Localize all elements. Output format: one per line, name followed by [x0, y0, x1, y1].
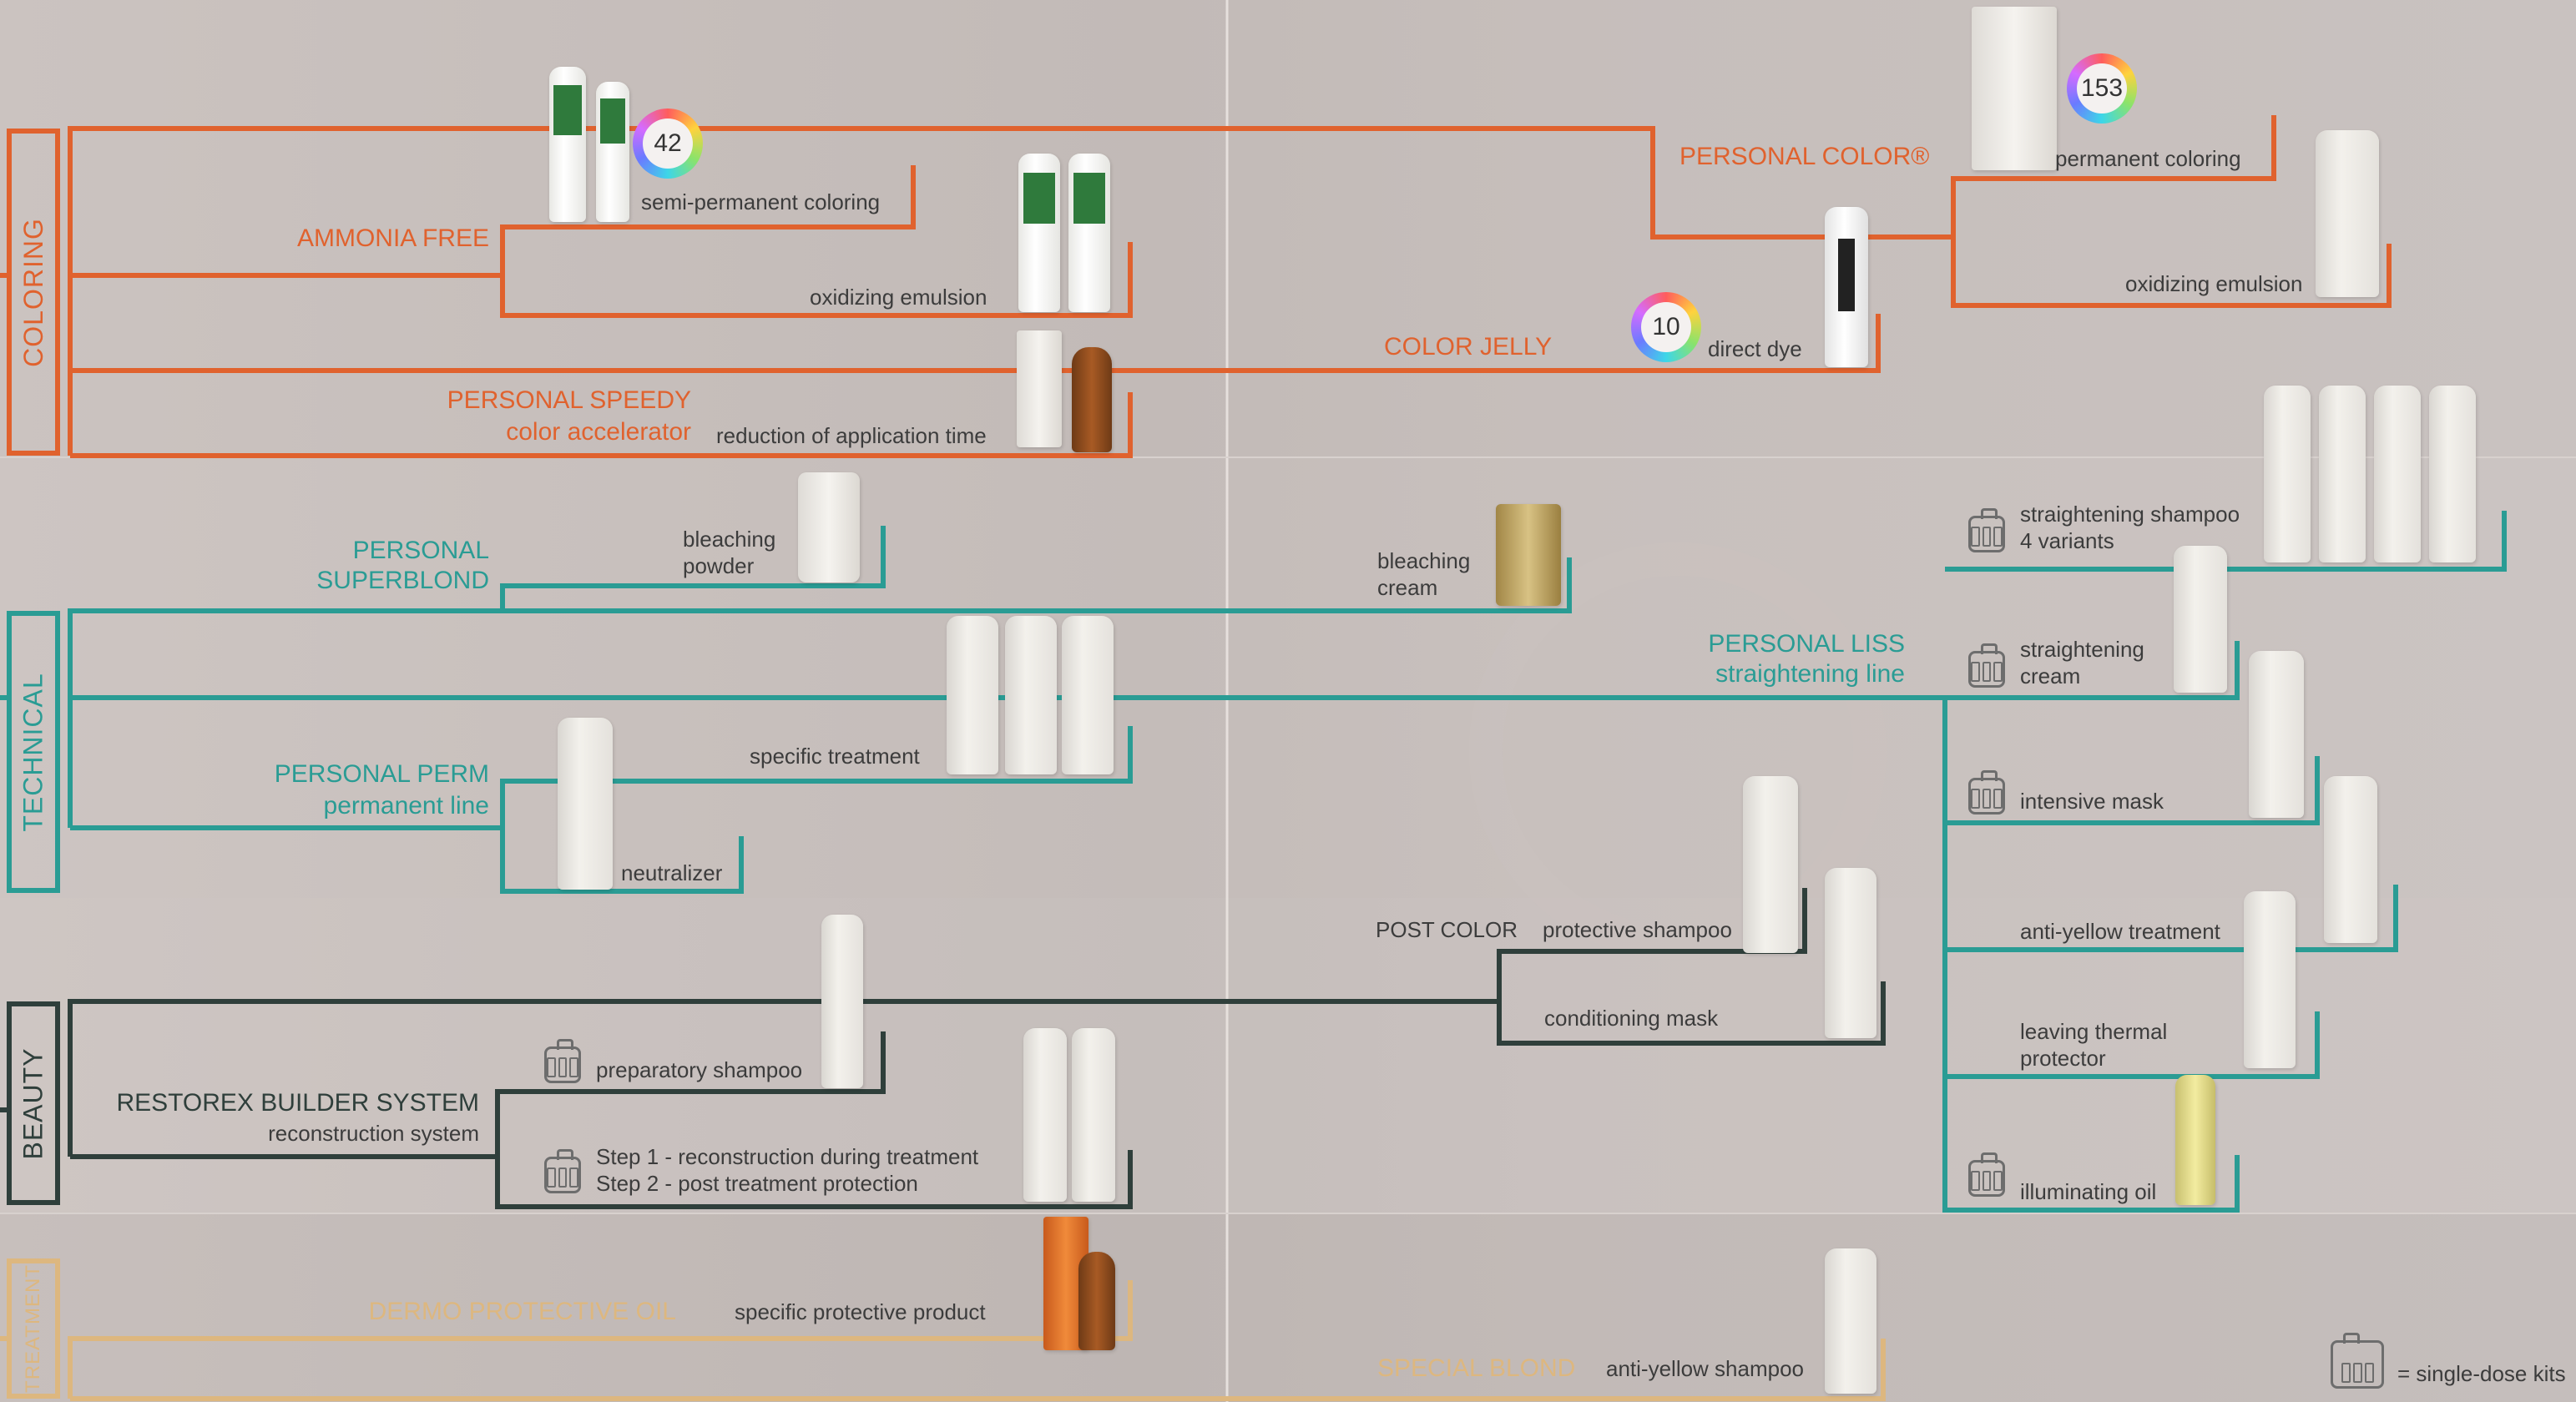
- bleaching-powder-label-1: bleaching: [683, 527, 776, 552]
- legend-single-dose-kits: = single-dose kits: [2397, 1361, 2566, 1386]
- ammonia-free-tube-1: [549, 67, 586, 222]
- neutralizer-bottle: [558, 718, 613, 890]
- section-treatment: TREATMENT: [7, 1258, 60, 1399]
- bleaching-powder-jar: [798, 472, 860, 582]
- anti-yellow-shampoo-label: anti-yellow shampoo: [1606, 1356, 1805, 1381]
- section-technical: TECHNICAL: [7, 611, 60, 893]
- intensive-mask-bottle: [2249, 651, 2304, 818]
- oxidizing-emulsion-right-label: oxidizing emulsion: [2125, 271, 2303, 296]
- liss-shampoo-bottle-1: [2264, 386, 2311, 562]
- color-count-badge-153: 153: [2067, 53, 2137, 124]
- bleaching-cream-pouch: [1496, 504, 1561, 606]
- specific-protective-label: specific protective product: [735, 1299, 986, 1324]
- section-coloring-label: COLORING: [18, 217, 48, 367]
- restorex-subtitle: reconstruction system: [268, 1121, 479, 1146]
- intensive-mask-label: intensive mask: [2020, 789, 2164, 814]
- anti-yellow-shampoo-bottle: [1825, 1248, 1876, 1394]
- section-technical-label: TECHNICAL: [18, 672, 48, 832]
- single-dose-kit-icon: [2331, 1333, 2384, 1389]
- personal-speedy-subtitle: color accelerator: [506, 418, 691, 446]
- color-jelly-title: COLOR JELLY: [1384, 333, 1553, 361]
- preparatory-shampoo-bottle: [821, 915, 863, 1088]
- thermal-protector-label-2: protector: [2020, 1046, 2106, 1071]
- permanent-coloring-label: permanent coloring: [2055, 146, 2241, 171]
- illuminating-oil-bottle: [2175, 1075, 2215, 1205]
- restorex-bottle-2: [1072, 1028, 1115, 1202]
- single-dose-kit-icon: [1968, 508, 2005, 552]
- personal-liss-subtitle: straightening line: [1715, 660, 1905, 688]
- personal-color-tube-box: [1972, 7, 2057, 170]
- straightening-shampoo-label-2: 4 variants: [2020, 528, 2114, 553]
- illuminating-oil-label: illuminating oil: [2020, 1179, 2157, 1204]
- conditioning-mask-label: conditioning mask: [1544, 1006, 1719, 1031]
- semi-permanent-coloring-label: semi-permanent coloring: [641, 189, 881, 214]
- single-dose-kit-icon: [1968, 770, 2005, 814]
- specific-treatment-label: specific treatment: [750, 744, 920, 769]
- specific-treatment-bottle-3: [1062, 616, 1114, 774]
- preparatory-shampoo-label: preparatory shampoo: [596, 1057, 803, 1082]
- color-jelly-bottle: [1825, 207, 1868, 367]
- anti-yellow-treatment-label: anti-yellow treatment: [2020, 919, 2220, 944]
- ammonia-free-tube-2: [596, 82, 629, 222]
- personal-color-title: PERSONAL COLOR®: [1679, 143, 1930, 170]
- direct-dye-label: direct dye: [1708, 336, 1802, 361]
- straightening-shampoo-label-1: straightening shampoo: [2020, 502, 2240, 527]
- liss-shampoo-bottle-4: [2429, 386, 2476, 562]
- personal-perm-title: PERSONAL PERM: [274, 760, 489, 788]
- oxidizing-right-bottle: [2316, 130, 2379, 297]
- straightening-cream-label-1: straightening: [2020, 637, 2144, 662]
- conditioning-mask-bottle: [1825, 868, 1876, 1038]
- restorex-title: RESTOREX BUILDER SYSTEM: [116, 1089, 479, 1117]
- straightening-cream-label-2: cream: [2020, 663, 2081, 688]
- thermal-protector-label-1: leaving thermal: [2020, 1019, 2168, 1044]
- single-dose-kit-icon: [1968, 643, 2005, 688]
- specific-treatment-bottle-1: [947, 616, 998, 774]
- step1-label: Step 1 - reconstruction during treatment: [596, 1144, 979, 1169]
- step2-label: Step 2 - post treatment protection: [596, 1171, 918, 1196]
- specific-treatment-bottle-2: [1005, 616, 1057, 774]
- protective-shampoo-label: protective shampoo: [1543, 917, 1732, 942]
- personal-superblond-title-1: PERSONAL: [352, 537, 489, 564]
- oxidizing-bottle-2: [1068, 154, 1110, 312]
- neutralizer-label: neutralizer: [621, 860, 723, 885]
- color-count-badge-10: 10: [1631, 292, 1701, 362]
- post-color-title: POST COLOR: [1376, 917, 1518, 942]
- dermo-protective-oil-title: DERMO PROTECTIVE OIL: [368, 1298, 676, 1325]
- speedy-dropper-bottle: [1072, 347, 1112, 452]
- oxidizing-emulsion-left-label: oxidizing emulsion: [810, 285, 987, 310]
- bleaching-cream-label-1: bleaching: [1377, 548, 1471, 573]
- single-dose-kit-icon: [544, 1039, 581, 1083]
- bleaching-powder-label-2: powder: [683, 553, 755, 578]
- reduction-label: reduction of application time: [716, 423, 987, 448]
- personal-speedy-title: PERSONAL SPEEDY: [447, 386, 691, 414]
- section-coloring: COLORING: [7, 129, 60, 456]
- section-beauty-label: BEAUTY: [18, 1046, 48, 1160]
- dermo-oil-bottle: [1078, 1252, 1115, 1350]
- liss-shampoo-bottle-2: [2319, 386, 2366, 562]
- ammonia-free-title: AMMONIA FREE: [296, 224, 489, 252]
- personal-perm-subtitle: permanent line: [323, 792, 489, 820]
- speedy-box: [1017, 330, 1062, 447]
- single-dose-kit-icon: [1968, 1152, 2005, 1197]
- section-treatment-label: TREATMENT: [22, 1264, 45, 1393]
- personal-liss-title: PERSONAL LISS: [1708, 630, 1905, 658]
- section-beauty: BEAUTY: [7, 1001, 60, 1205]
- special-blond-title: SPECIAL BLOND: [1377, 1354, 1576, 1382]
- restorex-bottle-1: [1023, 1028, 1067, 1202]
- protective-shampoo-bottle: [1743, 776, 1798, 953]
- anti-yellow-treatment-bottle: [2324, 776, 2377, 943]
- straightening-cream-bottle: [2174, 546, 2227, 693]
- liss-shampoo-bottle-3: [2374, 386, 2421, 562]
- personal-superblond-title-2: SUPERBLOND: [316, 567, 489, 594]
- oxidizing-bottle-1: [1018, 154, 1060, 312]
- single-dose-kit-icon: [544, 1149, 581, 1193]
- thermal-protector-bottle: [2244, 891, 2296, 1068]
- color-count-badge-42: 42: [633, 108, 703, 179]
- bleaching-cream-label-2: cream: [1377, 575, 1438, 600]
